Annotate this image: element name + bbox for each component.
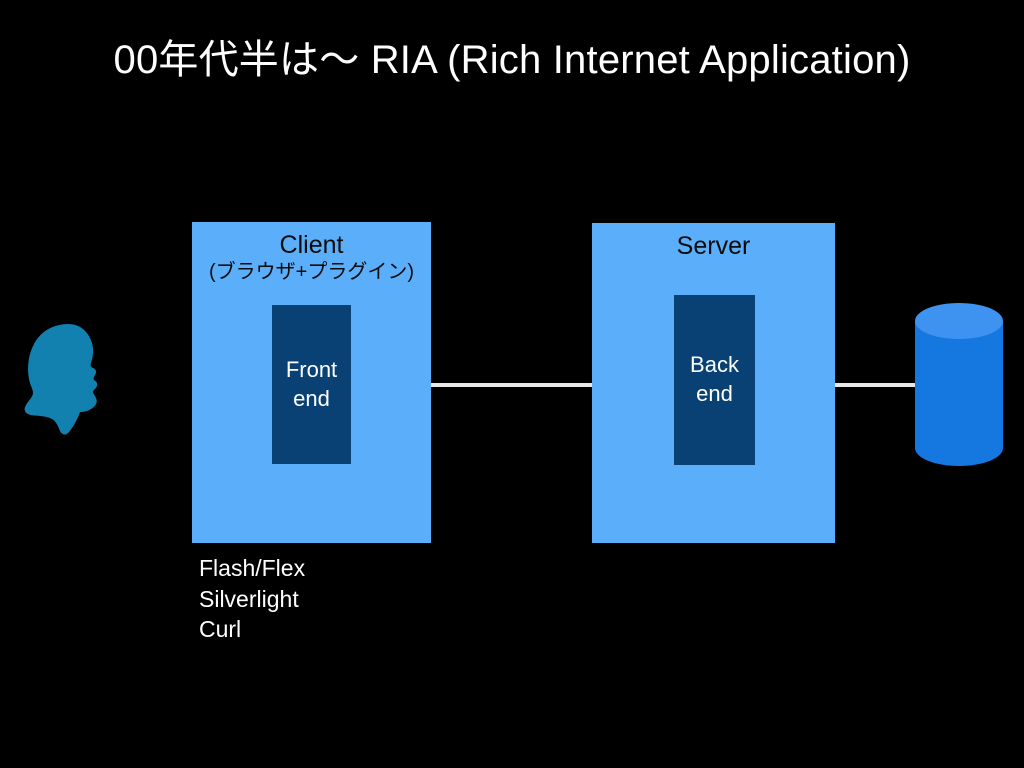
client-label: Client — [279, 231, 344, 259]
user-head-silhouette-icon — [22, 322, 122, 437]
client-sublabel: (ブラウザ+プラグイン) — [209, 261, 414, 283]
database-cylinder-icon — [915, 303, 1003, 466]
list-item: Curl — [199, 616, 242, 643]
server-box: Server Back end — [592, 223, 835, 543]
front-end-box: Front end — [272, 305, 351, 464]
server-label: Server — [676, 232, 751, 260]
list-item: Silverlight — [199, 585, 299, 612]
back-end-box: Back end — [674, 295, 755, 465]
connector-server-to-database — [835, 383, 917, 387]
client-box: Client (ブラウザ+プラグイン) Front end — [192, 222, 431, 543]
front-end-label: Front end — [285, 356, 338, 411]
connector-client-to-server — [431, 383, 592, 387]
page-title: 00年代半は〜 RIA (Rich Internet Application) — [113, 38, 911, 82]
back-end-label: Back end — [690, 352, 739, 406]
technology-list: Flash/Flex Silverlight Curl — [199, 553, 305, 645]
list-item: Flash/Flex — [199, 555, 306, 581]
